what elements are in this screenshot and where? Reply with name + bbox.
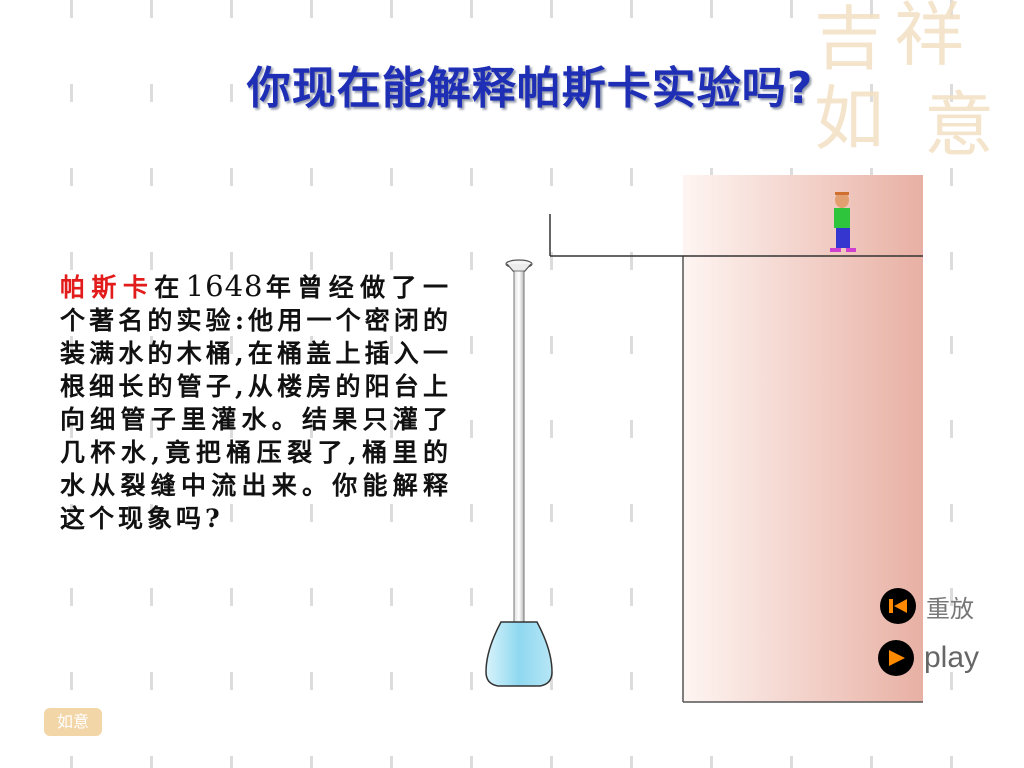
thin-tube <box>505 259 533 626</box>
water-barrel <box>485 621 553 687</box>
page-title: 你现在能解释帕斯卡实验吗? <box>246 63 814 114</box>
replay-label: 重放 <box>926 595 974 623</box>
story-part2: 年曾经做了一个著名的实验:他用一个密闭的装满水的木桶,在桶盖上插入一根细长的管子… <box>60 273 452 533</box>
play-button[interactable] <box>878 640 914 676</box>
story-text: 帕斯卡在1648年曾经做了一个著名的实验:他用一个密闭的装满水的木桶,在桶盖上插… <box>60 270 452 535</box>
story-year: 1648 <box>185 269 264 303</box>
balcony <box>549 214 923 257</box>
scientist-name: 帕斯卡 <box>60 273 155 302</box>
corner-logo: 如意 <box>44 708 102 736</box>
skip-back-icon <box>889 599 907 613</box>
replay-control[interactable]: 重放 <box>880 588 974 624</box>
person-figure <box>830 192 856 252</box>
play-label: play <box>924 641 980 674</box>
story-part1: 在 <box>154 273 186 302</box>
play-control[interactable]: play <box>878 640 979 676</box>
play-icon <box>889 650 905 666</box>
replay-button[interactable] <box>880 588 916 624</box>
decorative-calligraphy: 吉 祥 如 意 <box>814 0 994 166</box>
